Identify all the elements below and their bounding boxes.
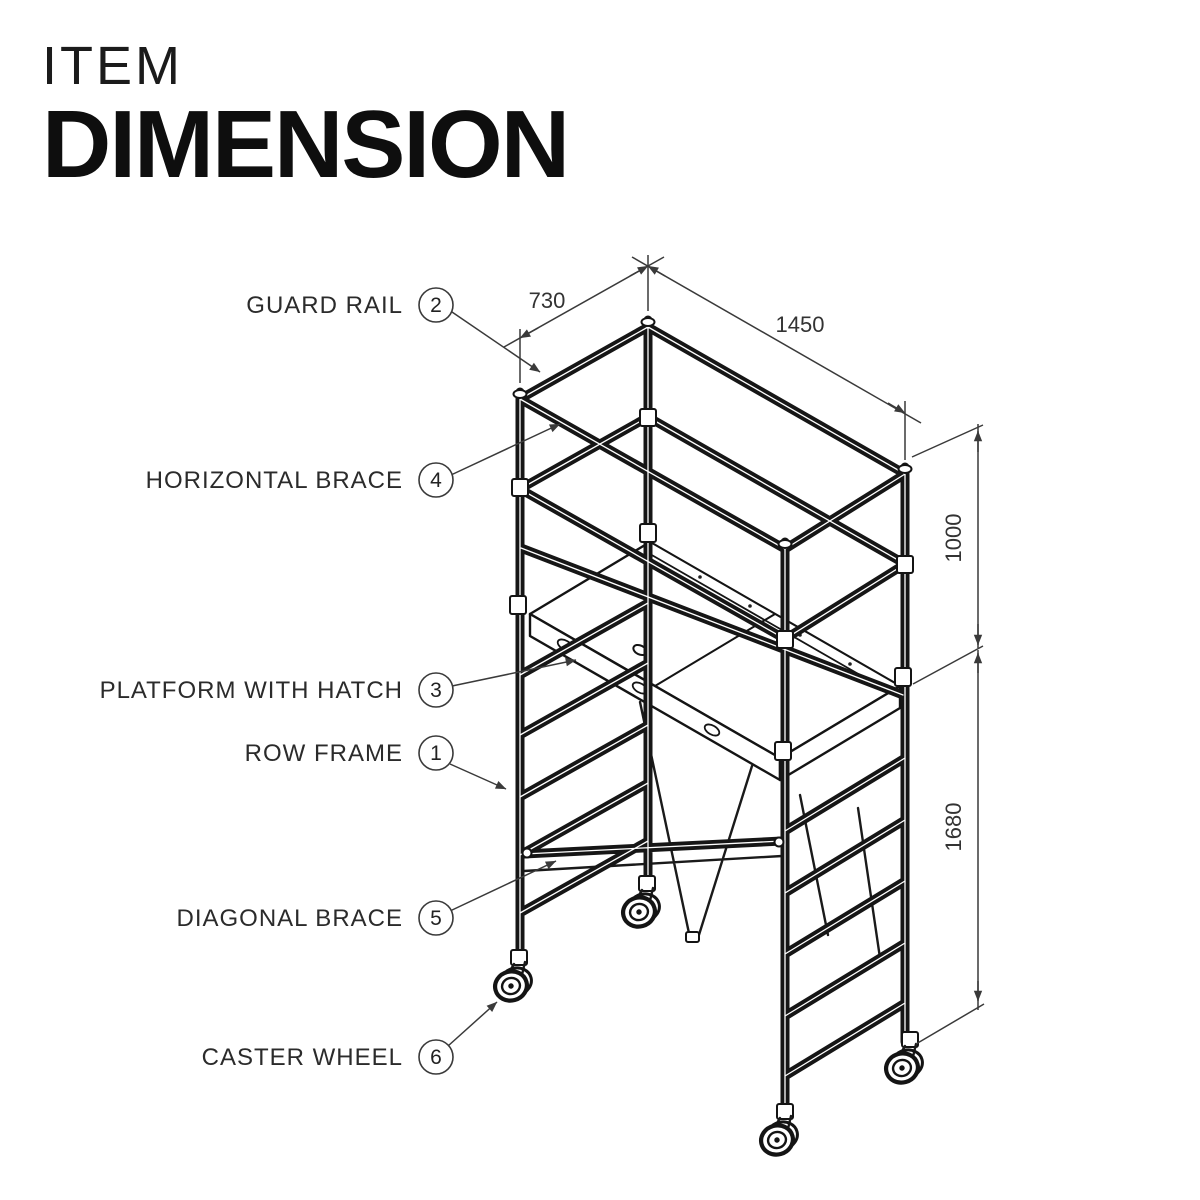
callout-number: 6 [430,1046,442,1069]
dim-upper-height: 1000 [941,514,966,563]
callout-platform-with-hatch: 3 PLATFORM WITH HATCH [100,658,577,708]
dimension-1000: 1000 [941,424,983,648]
title-item: ITEM [42,36,183,96]
title-dimension: DIMENSION [42,90,570,198]
callout-label: HORIZONTAL BRACE [146,467,403,494]
callout-guard-rail: 2 GUARD RAIL [246,287,541,373]
callout-label: CASTER WHEEL [202,1044,403,1071]
folding-braces [522,700,882,960]
callout-row-frame: 1 ROW FRAME [245,735,507,790]
caster-wheel-front-right [757,1104,801,1158]
callout-annotations: 2 GUARD RAIL 4 HORIZONTAL BRACE 3 PLATFO… [100,287,577,1075]
caster-wheel-back-left [619,876,663,930]
callout-horizontal-brace: 4 HORIZONTAL BRACE [146,423,561,498]
callout-diagonal-brace: 5 DIAGONAL BRACE [177,860,557,936]
post-caps [512,317,913,549]
callout-number: 4 [430,469,442,492]
callout-number: 1 [430,742,442,765]
dimension-1680: 1680 [941,650,983,1010]
tube-couplings [509,408,914,859]
callout-number: 5 [430,907,442,930]
caster-wheel-front-left [491,950,535,1004]
callout-label: ROW FRAME [245,740,403,767]
callout-label: DIAGONAL BRACE [177,905,404,932]
dim-top-width: 730 [529,288,566,313]
dim-lower-height: 1680 [941,803,966,852]
platform-with-hatch [528,540,902,782]
dimension-annotations: 730 1450 1000 1680 [503,255,985,1045]
caster-wheel-back-right [882,1032,926,1086]
scaffold-drawing [491,318,926,1158]
callout-caster-wheel: 6 CASTER WHEEL [202,1001,498,1075]
callout-number: 3 [430,679,442,702]
callout-number: 2 [430,294,442,317]
dimension-1450: 1450 [631,256,922,424]
page-title: ITEM DIMENSION [42,36,570,198]
dimension-730: 730 [503,256,665,348]
callout-label: GUARD RAIL [246,292,403,319]
callout-label: PLATFORM WITH HATCH [100,677,403,704]
dim-top-length: 1450 [776,312,825,337]
